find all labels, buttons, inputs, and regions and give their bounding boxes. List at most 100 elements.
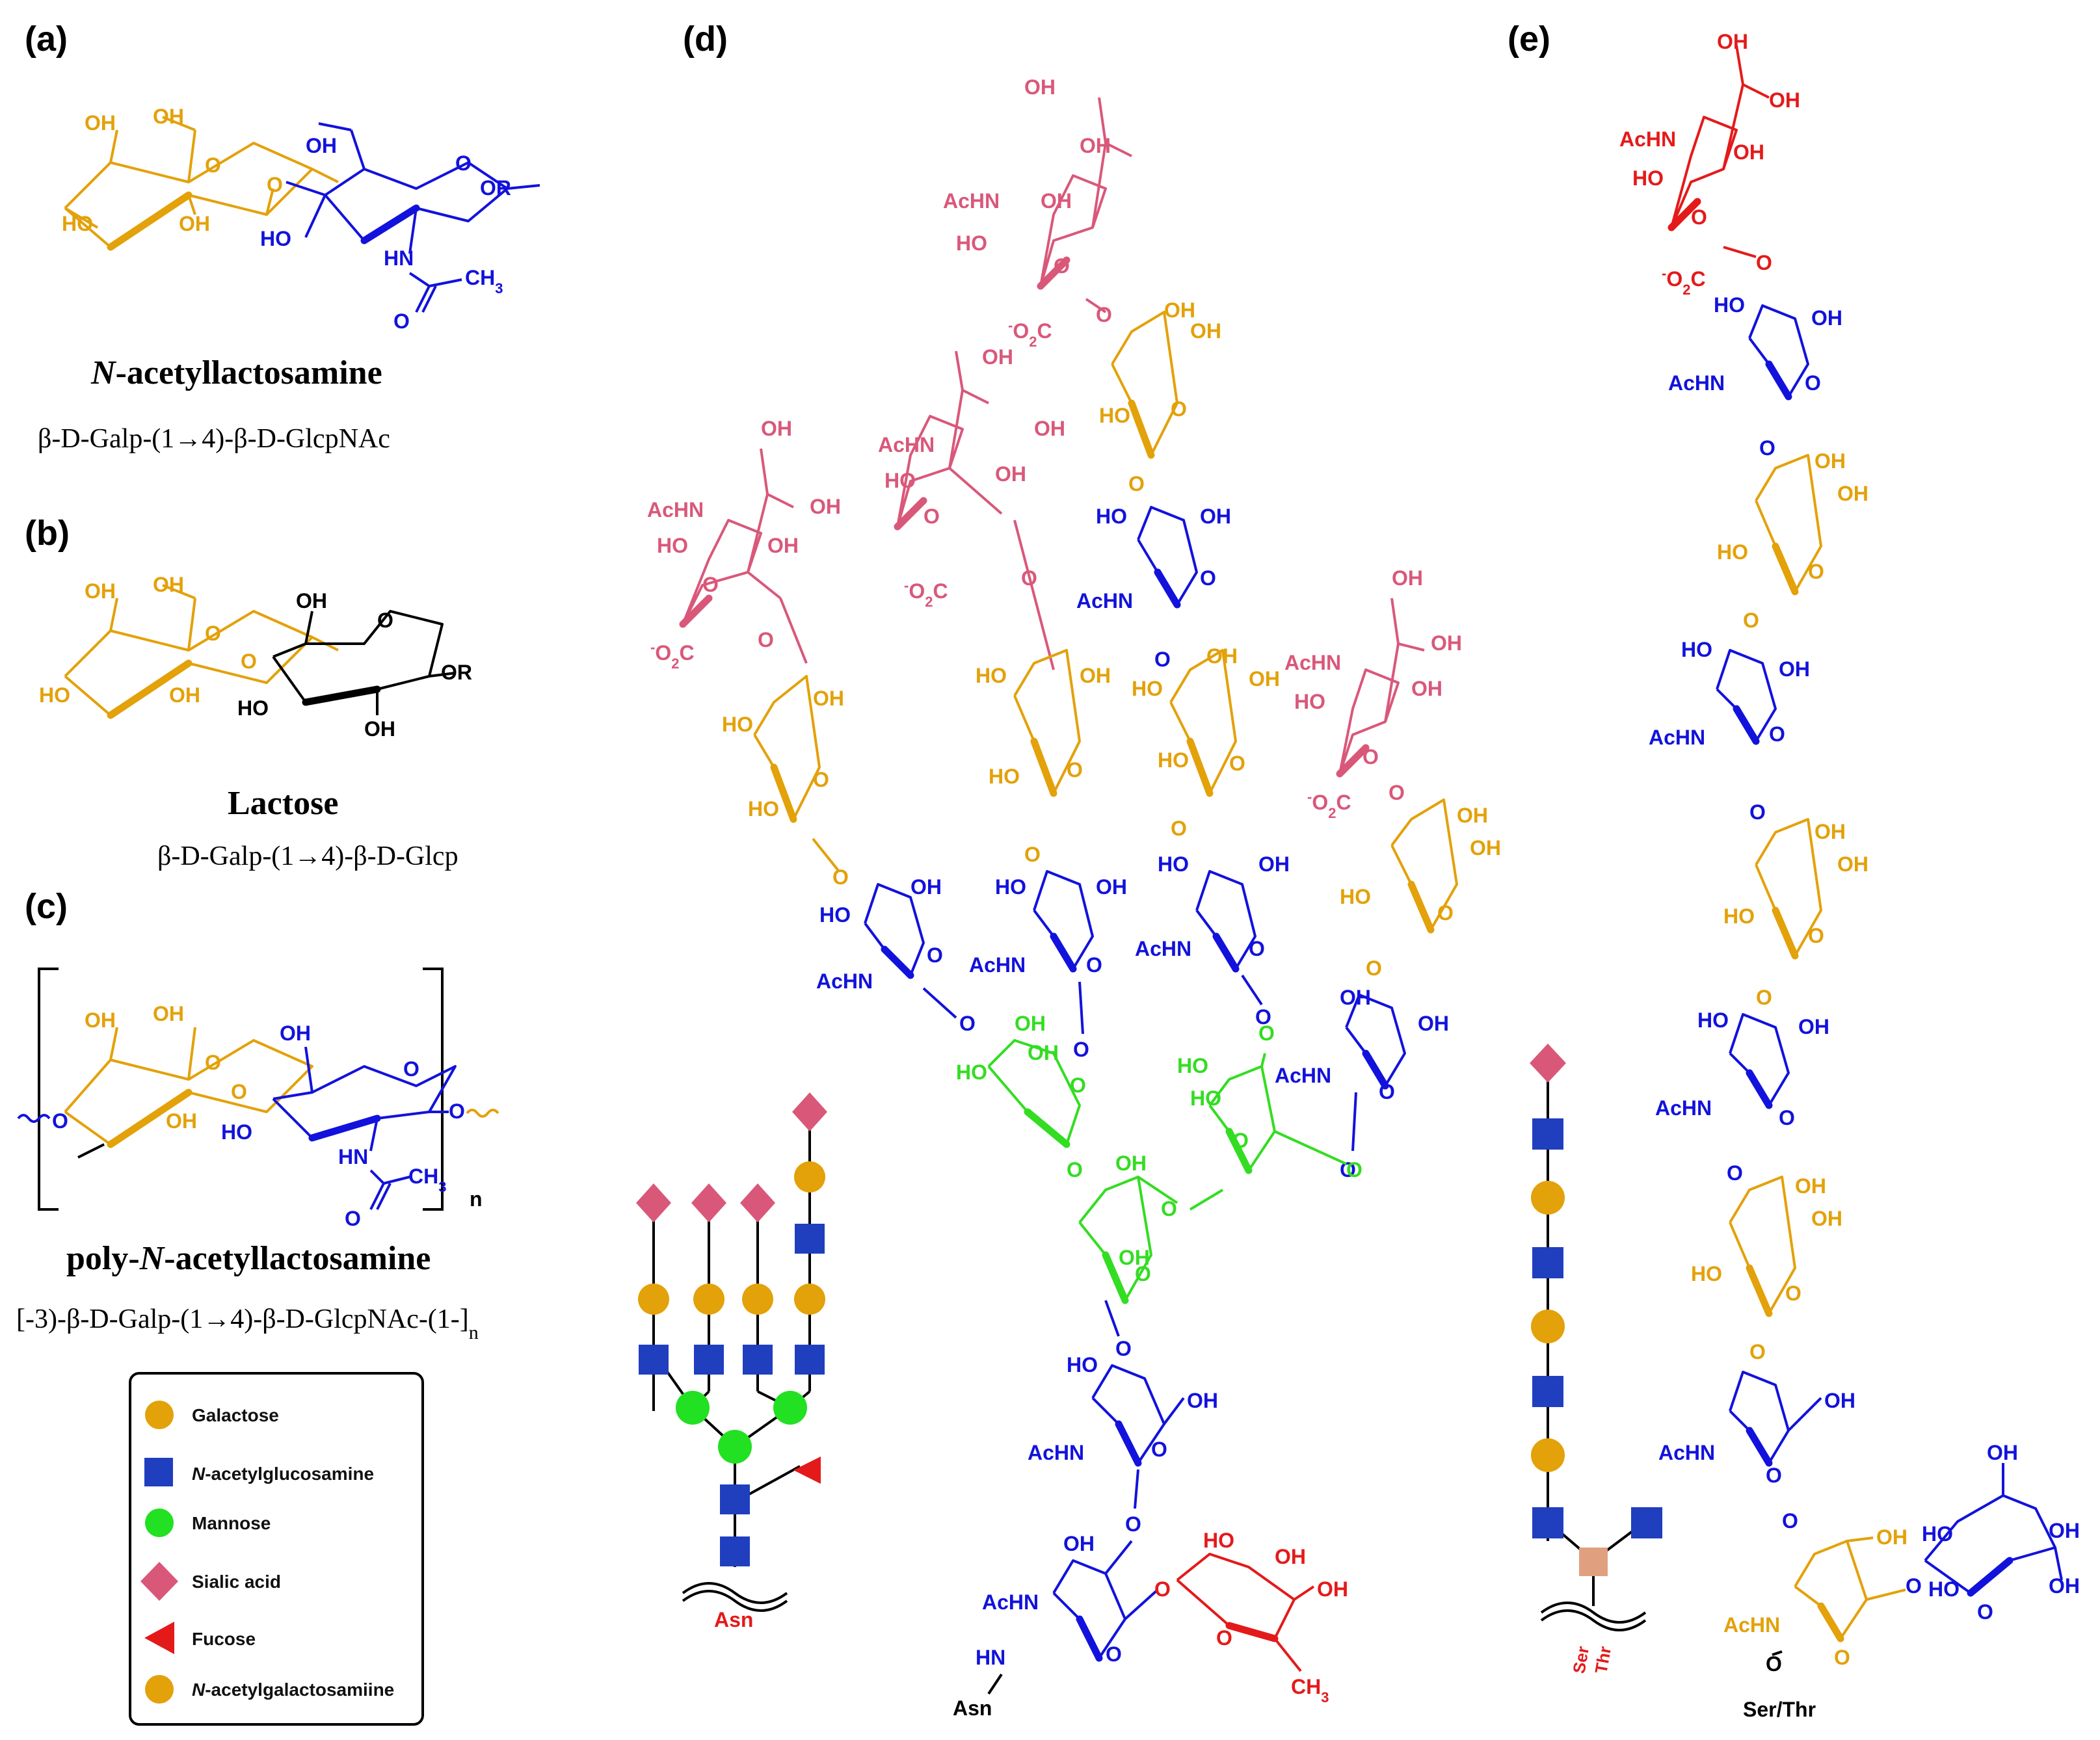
atom-o-link: O — [1782, 1509, 1798, 1533]
glcnac-symbol — [743, 1345, 773, 1375]
galactose-symbol — [1531, 1310, 1565, 1343]
legend-galactose-symbol — [145, 1401, 174, 1429]
atom-o-ring: O — [205, 153, 221, 177]
atom-ho: HO — [221, 1120, 252, 1144]
atom-or: OR — [441, 661, 472, 684]
atom-oh: OH — [1717, 30, 1748, 53]
atom-oh: OH — [1392, 566, 1423, 590]
atom-ch3: CH3 — [465, 266, 503, 297]
atom-o-link: O — [1743, 609, 1759, 632]
galactose-symbol — [693, 1284, 724, 1315]
legend-label-glcnac: N-acetylglucosamine — [192, 1464, 374, 1484]
atom-o-link: O — [1346, 1158, 1362, 1181]
asn-label: Asn — [714, 1608, 753, 1631]
atom-achn: AcHN — [647, 498, 704, 521]
atom-achn: AcHN — [1135, 937, 1191, 960]
atom-oh: OH — [2049, 1519, 2080, 1542]
atom-o-ring: O — [1362, 745, 1379, 769]
atom-o-ring: O — [1785, 1282, 1801, 1305]
atom-o-ring: O — [924, 505, 940, 528]
atom-achn: AcHN — [1649, 726, 1705, 749]
atom-ho: HO — [819, 903, 851, 927]
atom-ho: HO — [260, 227, 291, 250]
atom-ho: HO — [748, 797, 779, 821]
name-b: Lactose — [228, 785, 338, 822]
legend-label-galnac: N-acetylgalactosamiine — [192, 1680, 394, 1700]
atom-oh: OH — [1206, 644, 1238, 668]
atom-ho: HO — [1691, 1262, 1722, 1285]
atom-ch3: CH3 — [408, 1165, 446, 1195]
fucose-symbol — [793, 1457, 821, 1484]
atom-o-link: O — [1171, 817, 1187, 840]
atom-ch3: CH3 — [1291, 1675, 1329, 1706]
legend-label-sialic: Sialic acid — [192, 1572, 281, 1592]
atom-ho: HO — [995, 875, 1026, 899]
atom-oh: OH — [280, 1022, 311, 1045]
atom-ho: HO — [1681, 638, 1712, 661]
atom-o-ring: O — [403, 1057, 419, 1081]
atom-achn: AcHN — [1723, 1613, 1780, 1637]
atom-ho: HO — [1632, 166, 1664, 190]
glcnac-symbol — [1532, 1118, 1563, 1150]
atom-oh: OH — [85, 1008, 116, 1032]
atom-oh: OH — [767, 534, 799, 557]
sialic-acid-symbol — [691, 1183, 726, 1222]
atom-ho: HO — [884, 469, 916, 492]
atom-o-link: O — [1389, 781, 1405, 804]
formula-c: [-3)-β-D-Galp-(1→4)-β-D-GlcpNAc-(1-]n — [16, 1304, 479, 1343]
atom-o-ring: O — [1070, 1074, 1086, 1097]
atom-oh: OH — [813, 687, 844, 710]
atom-o-ring: O — [1171, 397, 1187, 421]
sialic-acid-symbol — [792, 1092, 827, 1131]
repeat-unit-glcnac-3: HO OH AcHN O O — [1655, 1008, 1829, 1185]
ser-label: Ser — [1569, 1645, 1593, 1675]
atom-achn: AcHN — [969, 953, 1026, 977]
atom-o-ring: O — [205, 622, 221, 645]
atom-oh: OH — [85, 111, 116, 135]
atom-oh: OH — [2049, 1574, 2080, 1598]
legend: Galactose N-acetylglucosamine Mannose Si… — [129, 1372, 424, 1726]
glcnac-symbol — [795, 1224, 825, 1254]
atom-ho: HO — [1717, 540, 1748, 564]
atom-achn: AcHN — [1658, 1441, 1715, 1464]
atom-o-link: O — [1021, 566, 1037, 590]
atom-oh: OH — [810, 495, 841, 518]
atom-o-link: O — [1255, 1005, 1271, 1029]
symbol-tree-n-glycan: Asn — [636, 1092, 827, 1631]
atom-ho: HO — [1723, 904, 1755, 928]
glcnac-symbol — [1532, 1376, 1563, 1407]
atom-oh: OH — [1987, 1441, 2018, 1464]
symbol-chain-o-glycan: Ser Thr — [1530, 1044, 1662, 1675]
atom-ho: HO — [976, 664, 1007, 687]
atom-asn: Asn — [953, 1696, 992, 1720]
atom-ho: HO — [1190, 1087, 1221, 1110]
atom-o-link: O — [1024, 843, 1041, 866]
atom-o-link: O — [1366, 956, 1382, 980]
atom-o-link: O — [1073, 1038, 1089, 1061]
atom-oh: OH — [1340, 986, 1371, 1009]
atom-oh: OH — [1275, 1545, 1306, 1568]
atom-carboxylate: -O2C — [1008, 317, 1052, 350]
atom-o-ring: O — [455, 152, 472, 175]
panel-label-c: (c) — [25, 887, 68, 926]
structure-c-poly-lacnac: n OH OH O O OH O OH O HO HN O CH3 O — [17, 968, 499, 1230]
atom-ser-thr: Ser/Thr — [1743, 1698, 1816, 1721]
atom-achn: AcHN — [1284, 651, 1341, 674]
atom-ho: HO — [956, 231, 987, 255]
atom-o-ring: O — [1805, 371, 1821, 395]
atom-o-ring: O — [1054, 254, 1070, 278]
legend-glcnac-symbol — [144, 1458, 173, 1486]
mannose-symbol — [676, 1391, 710, 1425]
atom-oh: OH — [85, 579, 116, 603]
legend-label-mannose: Mannose — [192, 1513, 271, 1533]
atom-o-ring: O — [1808, 560, 1824, 583]
formula-a: β-D-Galp-(1→4)-β-D-GlcpNAc — [38, 424, 390, 454]
atom-oh: OH — [1457, 804, 1488, 827]
atom-o-link: O — [1759, 436, 1775, 460]
atom-o-ring: O — [1769, 722, 1785, 746]
atom-o-link: O — [241, 650, 257, 673]
atom-oh: OH — [1190, 319, 1221, 343]
glcnac-symbol — [1631, 1507, 1662, 1538]
atom-achn: AcHN — [1619, 127, 1676, 151]
galactose-symbol — [1531, 1181, 1565, 1215]
